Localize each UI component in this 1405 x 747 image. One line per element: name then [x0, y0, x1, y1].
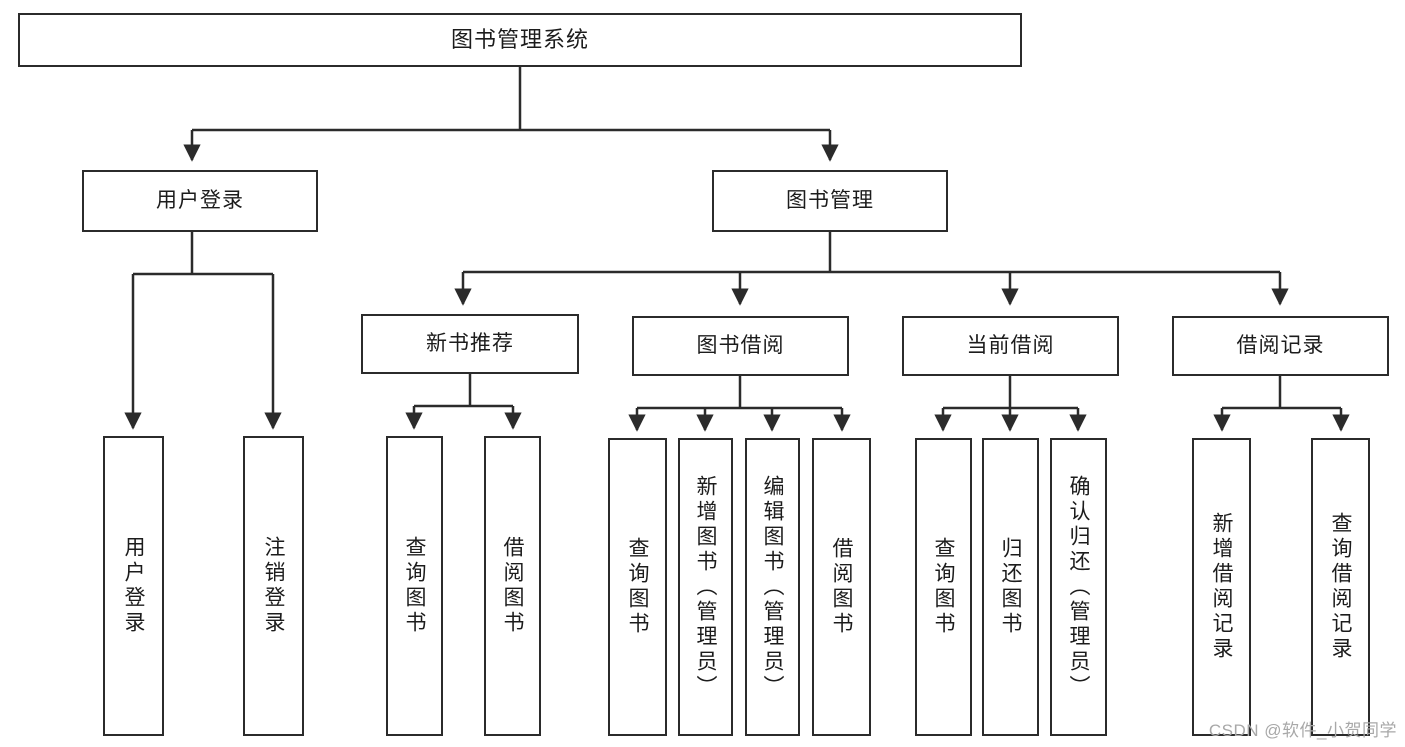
leaf-return-book[interactable]: 归还图书: [982, 438, 1039, 736]
node-label: 新增借阅记录: [1210, 512, 1233, 662]
node-label: 借阅记录: [1236, 333, 1325, 357]
node-label: 借阅图书: [501, 536, 524, 636]
node-label: 归还图书: [999, 537, 1022, 637]
leaf-logout[interactable]: 注销登录: [243, 436, 304, 736]
node-label: 新增图书（管理员）: [694, 474, 717, 700]
node-label: 用户登录: [156, 188, 244, 212]
node-label: 新书推荐: [426, 331, 514, 355]
leaf-query-book-current[interactable]: 查询图书: [915, 438, 972, 736]
leaf-edit-book-admin[interactable]: 编辑图书（管理员）: [745, 438, 800, 736]
leaf-query-borrow-record[interactable]: 查询借阅记录: [1311, 438, 1370, 736]
leaf-add-book-admin[interactable]: 新增图书（管理员）: [678, 438, 733, 736]
leaf-borrow-book-recommend[interactable]: 借阅图书: [484, 436, 541, 736]
node-label: 查询图书: [932, 537, 955, 637]
node-root-system[interactable]: 图书管理系统: [18, 13, 1022, 67]
node-current-borrow[interactable]: 当前借阅: [902, 316, 1119, 376]
leaf-query-book-borrow[interactable]: 查询图书: [608, 438, 667, 736]
node-new-book-recommend[interactable]: 新书推荐: [361, 314, 579, 374]
node-label: 查询图书: [626, 537, 649, 637]
node-user-login[interactable]: 用户登录: [82, 170, 318, 232]
node-borrow-record[interactable]: 借阅记录: [1172, 316, 1389, 376]
leaf-query-book-recommend[interactable]: 查询图书: [386, 436, 443, 736]
node-label: 查询借阅记录: [1329, 512, 1352, 662]
node-label: 用户登录: [122, 536, 145, 636]
node-label: 图书借阅: [696, 333, 785, 357]
node-label: 查询图书: [403, 536, 426, 636]
node-label: 借阅图书: [830, 537, 853, 637]
node-label: 注销登录: [262, 536, 285, 636]
node-label: 图书管理系统: [450, 27, 589, 53]
leaf-user-login[interactable]: 用户登录: [103, 436, 164, 736]
node-label: 图书管理: [786, 188, 874, 212]
leaf-borrow-book[interactable]: 借阅图书: [812, 438, 871, 736]
node-label: 当前借阅: [966, 333, 1055, 357]
leaf-confirm-return-admin[interactable]: 确认归还（管理员）: [1050, 438, 1107, 736]
node-label: 确认归还（管理员）: [1067, 474, 1090, 700]
node-book-borrow[interactable]: 图书借阅: [632, 316, 849, 376]
csdn-watermark: CSDN @软件_小贺同学: [1208, 721, 1397, 740]
node-label: 编辑图书（管理员）: [761, 474, 784, 700]
node-book-management[interactable]: 图书管理: [712, 170, 948, 232]
leaf-add-borrow-record[interactable]: 新增借阅记录: [1192, 438, 1251, 736]
